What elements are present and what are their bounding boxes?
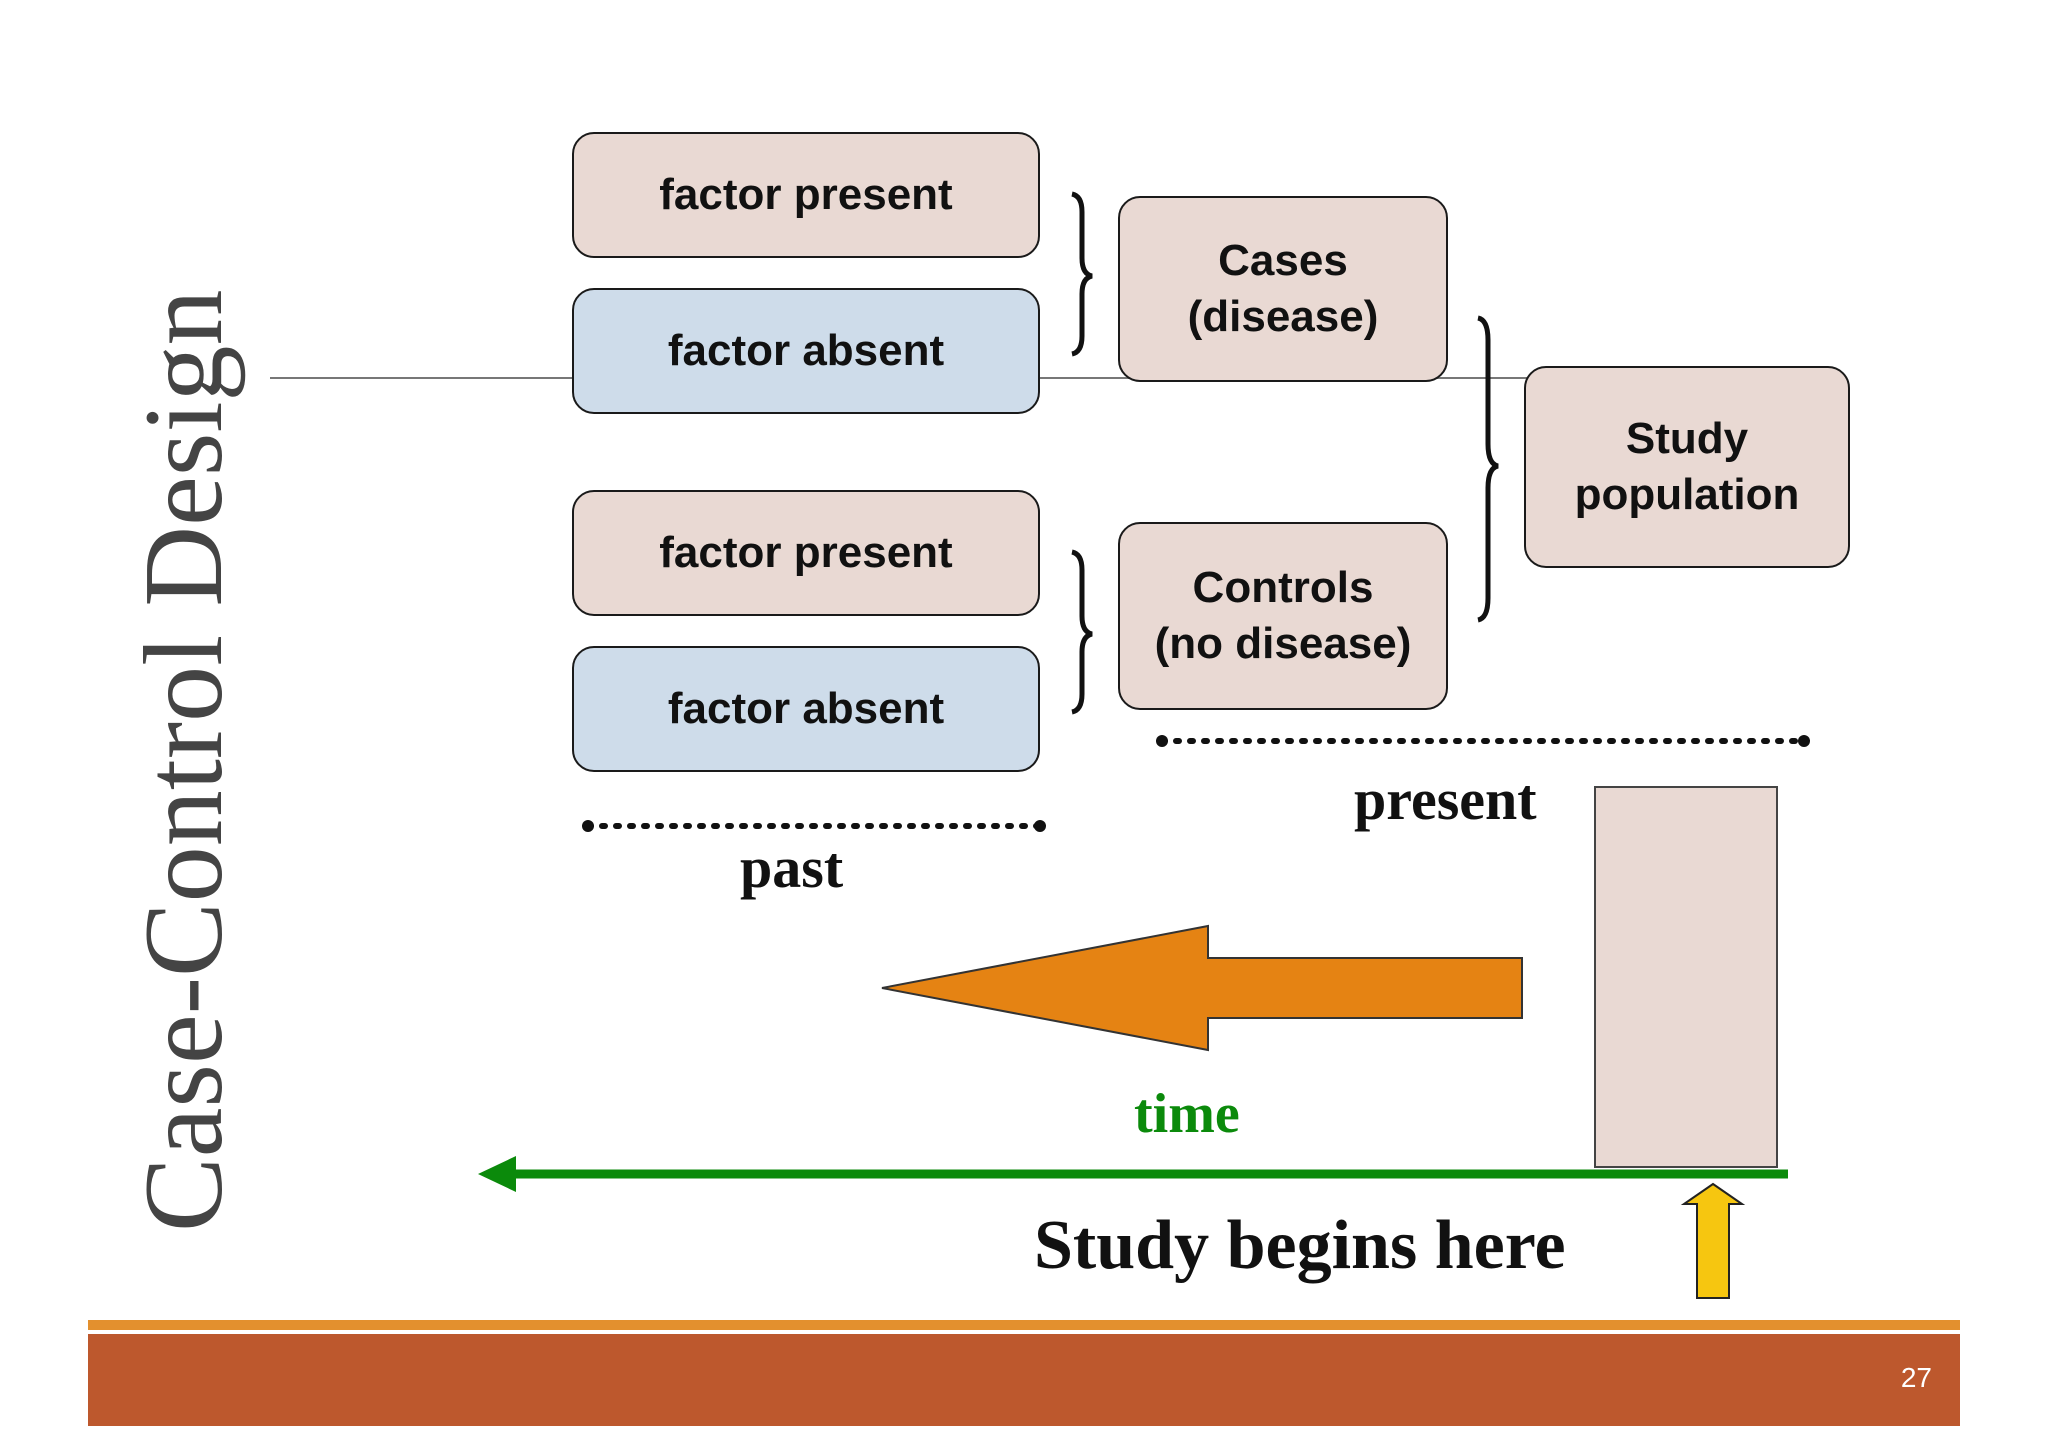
controls-factor-absent-box: factor absent [572,646,1040,772]
present-dot-left [1156,735,1168,747]
controls-factor-present-box: factor present [572,490,1040,616]
present-dot-right [1798,735,1810,747]
slide-title: Case-Control Design [122,289,246,1232]
controls-brace-icon [1071,549,1093,715]
present-label: present [1354,767,1537,832]
study-population-box: Study population [1524,366,1850,568]
yellow-up-arrow-icon [1680,1182,1746,1299]
past-label: past [740,835,844,900]
study-start-block [1594,786,1778,1168]
page-number: 27 [1900,1362,1932,1393]
population-brace-icon [1477,315,1499,623]
orange-arrow-icon [881,924,1523,1052]
past-dot-left [582,820,594,832]
controls-box: Controls (no disease) [1118,522,1448,710]
footer-accent-line [88,1320,1960,1330]
cases-factor-present-box: factor present [572,132,1040,258]
cases-box: Cases (disease) [1118,196,1448,382]
footer-band [88,1334,1960,1426]
cases-brace-icon [1071,191,1093,357]
past-dot-right [1034,820,1046,832]
study-begins-label: Study begins here [1034,1207,1566,1284]
time-label: time [1134,1083,1240,1145]
time-arrowhead-icon [478,1156,516,1192]
cases-factor-absent-box: factor absent [572,288,1040,414]
